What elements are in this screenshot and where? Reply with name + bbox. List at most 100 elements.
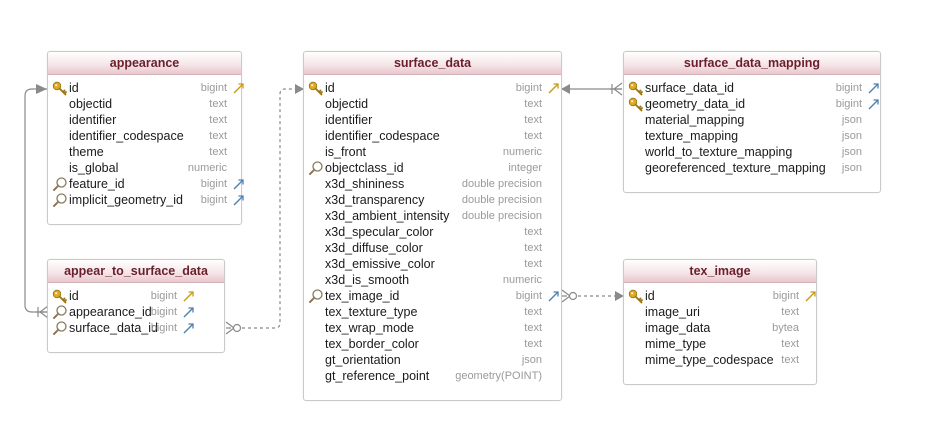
index-icon bbox=[52, 176, 68, 192]
foreign-key-arrow-icon bbox=[232, 177, 246, 191]
column-name: x3d_is_smooth bbox=[325, 273, 410, 287]
table-column-row[interactable]: id bigint bbox=[48, 80, 244, 96]
column-name: x3d_specular_color bbox=[325, 225, 434, 239]
column-name: surface_data_id bbox=[645, 81, 734, 95]
column-type: bigint bbox=[515, 82, 542, 94]
table-column-row[interactable]: tex_image_id bigint bbox=[304, 288, 561, 304]
column-name: x3d_transparency bbox=[325, 193, 425, 207]
column-name: id bbox=[325, 81, 335, 95]
column-name: id bbox=[69, 289, 79, 303]
table-column-row[interactable]: objectid text bbox=[48, 96, 241, 112]
primary-key-icon bbox=[52, 80, 68, 96]
column-type: json bbox=[841, 130, 862, 142]
index-icon bbox=[52, 192, 68, 208]
column-type: text bbox=[524, 98, 542, 110]
column-type: bigint bbox=[200, 82, 227, 94]
column-name: tex_image_id bbox=[325, 289, 400, 303]
column-type: double precision bbox=[461, 178, 542, 190]
column-name: identifier_codespace bbox=[69, 129, 184, 143]
column-type: geometry(POINT) bbox=[455, 370, 542, 382]
column-type: text bbox=[209, 98, 227, 110]
column-type: text bbox=[524, 130, 542, 142]
column-name: surface_data_id bbox=[69, 321, 158, 335]
primary-key-icon bbox=[52, 288, 68, 304]
column-type: json bbox=[841, 114, 862, 126]
table-header: surface_data_mapping bbox=[624, 52, 880, 75]
column-type: text bbox=[209, 146, 227, 158]
column-type: text bbox=[209, 130, 227, 142]
column-name: identifier bbox=[325, 113, 373, 127]
column-name: gt_orientation bbox=[325, 353, 401, 367]
column-name: world_to_texture_mapping bbox=[645, 145, 793, 159]
index-icon bbox=[52, 320, 68, 336]
column-type: bigint bbox=[515, 290, 542, 302]
link-surface-data-to-appear-to-surface-data bbox=[225, 84, 304, 335]
column-type: text bbox=[781, 354, 799, 366]
column-name: mime_type bbox=[645, 337, 707, 351]
column-type: bigint bbox=[835, 98, 862, 110]
column-name: objectid bbox=[325, 97, 369, 111]
column-name: implicit_geometry_id bbox=[69, 193, 183, 207]
column-type: numeric bbox=[187, 162, 227, 174]
foreign-key-arrow-icon bbox=[867, 97, 881, 111]
table-column-row[interactable]: identifier_codespace text bbox=[48, 128, 241, 144]
column-name: id bbox=[69, 81, 79, 95]
column-name: tex_wrap_mode bbox=[325, 321, 414, 335]
column-type: text bbox=[781, 338, 799, 350]
column-type: bigint bbox=[200, 178, 227, 190]
column-name: material_mapping bbox=[645, 113, 745, 127]
table-column-row[interactable]: material_mapping json bbox=[624, 112, 880, 128]
table-column-row[interactable]: id bigint bbox=[304, 80, 561, 96]
primary-key-icon bbox=[628, 288, 644, 304]
table-column-row[interactable]: objectid text bbox=[304, 96, 561, 112]
column-name: identifier bbox=[69, 113, 117, 127]
column-type: text bbox=[781, 306, 799, 318]
column-name: objectid bbox=[69, 97, 113, 111]
primary-key-icon bbox=[628, 80, 644, 96]
table-column-row[interactable]: mime_type text bbox=[624, 336, 816, 352]
column-name: tex_border_color bbox=[325, 337, 419, 351]
